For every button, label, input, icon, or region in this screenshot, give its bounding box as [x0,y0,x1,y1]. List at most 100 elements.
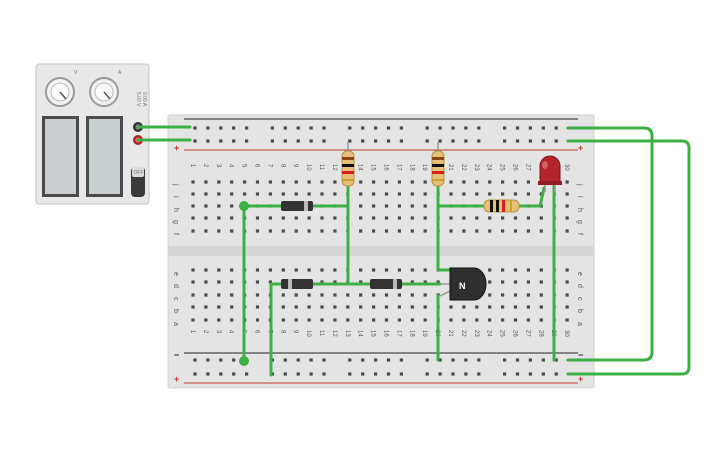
breadboard-hole[interactable] [526,268,530,272]
breadboard-hole[interactable] [243,180,247,184]
breadboard-hole[interactable] [255,216,260,220]
breadboard-hole[interactable] [541,372,545,376]
breadboard-hole[interactable] [232,358,236,362]
breadboard-hole[interactable] [230,293,234,297]
breadboard-hole[interactable] [270,139,274,143]
breadboard-hole[interactable] [217,305,221,309]
breadboard-hole[interactable] [423,216,427,220]
breadboard-hole[interactable] [193,372,197,376]
breadboard-hole[interactable] [475,318,479,322]
breadboard-hole[interactable] [217,229,221,233]
breadboard-hole[interactable] [541,126,545,130]
breadboard-hole[interactable] [230,318,234,322]
breadboard-hole[interactable] [526,293,530,297]
breadboard-hole[interactable] [425,126,429,130]
breadboard-hole[interactable] [232,139,236,143]
breadboard-hole[interactable] [320,293,324,297]
breadboard-hole[interactable] [451,126,455,130]
breadboard-hole[interactable] [384,204,389,208]
breadboard-hole[interactable] [397,305,401,309]
breadboard-hole[interactable] [219,358,223,362]
breadboard-hole[interactable] [255,293,260,297]
breadboard-hole[interactable] [204,305,208,309]
breadboard-hole[interactable] [270,126,274,130]
breadboard-hole[interactable] [438,358,442,362]
breadboard-hole[interactable] [268,280,272,284]
breadboard-hole[interactable] [333,305,337,309]
breadboard-hole[interactable] [451,372,455,376]
breadboard-hole[interactable] [526,280,530,284]
breadboard-hole[interactable] [230,305,234,309]
breadboard-hole[interactable] [309,358,313,362]
breadboard-hole[interactable] [539,305,543,309]
breadboard-hole[interactable] [515,372,520,376]
breadboard-hole[interactable] [307,180,311,184]
breadboard-hole[interactable] [346,293,350,297]
breadboard-hole[interactable] [397,180,401,184]
breadboard-hole[interactable] [333,216,337,220]
breadboard-hole[interactable] [386,126,391,130]
breadboard[interactable]: − + − + − + − + 112233445566778899101011… [167,114,595,389]
breadboard-hole[interactable] [320,318,324,322]
breadboard-hole[interactable] [281,229,285,233]
breadboard-hole[interactable] [423,305,427,309]
breadboard-hole[interactable] [204,229,208,233]
breadboard-hole[interactable] [296,372,300,376]
breadboard-hole[interactable] [361,139,365,143]
breadboard-hole[interactable] [423,204,427,208]
breadboard-hole[interactable] [348,358,352,362]
breadboard-hole[interactable] [539,268,543,272]
breadboard-hole[interactable] [296,139,300,143]
breadboard-hole[interactable] [384,229,389,233]
breadboard-hole[interactable] [230,216,234,220]
breadboard-hole[interactable] [268,268,272,272]
breadboard-hole[interactable] [399,372,403,376]
breadboard-hole[interactable] [513,305,518,309]
breadboard-hole[interactable] [513,216,518,220]
breadboard-hole[interactable] [384,216,389,220]
breadboard-hole[interactable] [283,358,287,362]
breadboard-hole[interactable] [386,358,391,362]
breadboard-hole[interactable] [283,372,287,376]
breadboard-hole[interactable] [294,216,298,220]
diode-3[interactable] [370,279,402,289]
breadboard-hole[interactable] [423,280,427,284]
breadboard-hole[interactable] [307,229,311,233]
resistor-3[interactable] [483,199,520,213]
breadboard-hole[interactable] [503,139,507,143]
breadboard-hole[interactable] [204,318,208,322]
breadboard-hole[interactable] [438,372,442,376]
breadboard-hole[interactable] [488,216,492,220]
breadboard-hole[interactable] [333,280,337,284]
breadboard-hole[interactable] [333,180,337,184]
breadboard-hole[interactable] [255,229,260,233]
breadboard-hole[interactable] [294,293,298,297]
breadboard-hole[interactable] [372,180,376,184]
breadboard-hole[interactable] [539,318,543,322]
breadboard-hole[interactable] [359,192,363,196]
breadboard-hole[interactable] [204,268,208,272]
breadboard-hole[interactable] [501,216,505,220]
breadboard-hole[interactable] [449,216,453,220]
breadboard-hole[interactable] [346,305,350,309]
breadboard-hole[interactable] [410,229,414,233]
breadboard-hole[interactable] [320,268,324,272]
breadboard-hole[interactable] [217,216,221,220]
breadboard-hole[interactable] [333,192,337,196]
breadboard-hole[interactable] [372,293,376,297]
breadboard-hole[interactable] [230,192,234,196]
breadboard-hole[interactable] [513,180,518,184]
breadboard-hole[interactable] [281,192,285,196]
breadboard-hole[interactable] [528,358,532,362]
breadboard-hole[interactable] [217,318,221,322]
breadboard-hole[interactable] [255,192,260,196]
breadboard-hole[interactable] [451,358,455,362]
breadboard-hole[interactable] [526,229,530,233]
breadboard-hole[interactable] [449,305,453,309]
breadboard-hole[interactable] [425,139,429,143]
breadboard-hole[interactable] [320,216,324,220]
breadboard-hole[interactable] [230,204,234,208]
breadboard-hole[interactable] [501,280,505,284]
breadboard-hole[interactable] [501,229,505,233]
breadboard-hole[interactable] [374,126,378,130]
